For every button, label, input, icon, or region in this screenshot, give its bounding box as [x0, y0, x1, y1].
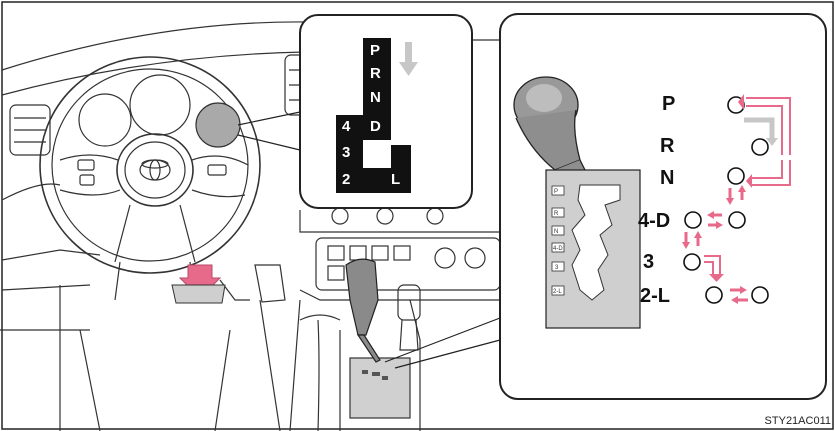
plate-mark-p: P: [554, 189, 558, 195]
pos-label-3: 3: [643, 251, 654, 273]
gate-label-3: 3: [342, 144, 350, 161]
circle-2l-right: [752, 287, 768, 303]
pos-label-r: R: [660, 135, 675, 157]
circle-4d-left: [685, 212, 701, 228]
shifter-plate: P R N 4-D 3 2-L: [546, 170, 640, 328]
gate-label-r: R: [370, 65, 381, 82]
pos-label-4d: 4-D: [638, 210, 670, 232]
plate-mark-r: R: [554, 211, 559, 217]
circle-r: [752, 139, 768, 155]
gate-label-4: 4: [342, 118, 351, 135]
gate-label-p: P: [370, 42, 380, 59]
circle-4d-right: [729, 212, 745, 228]
plate-mark-4d: 4-D: [553, 246, 563, 252]
circle-n: [728, 168, 744, 184]
plate-mark-2l: 2-L: [553, 289, 562, 295]
pos-label-2l: 2-L: [640, 285, 670, 307]
gate-label-2: 2: [342, 171, 350, 188]
gate-label-n: N: [370, 89, 381, 106]
detail-panel: P R N 4-D 3 2-L P R N 4-D 3 2-L: [500, 14, 826, 399]
plate-mark-n: N: [554, 229, 558, 235]
reference-code: STY21AC011: [765, 415, 831, 427]
indicator-inset: P R N 4 D 3 2 L: [300, 15, 472, 208]
circle-3: [684, 254, 700, 270]
pos-label-n: N: [660, 167, 674, 189]
circle-2l-left: [706, 287, 722, 303]
gate-label-d: D: [370, 118, 381, 135]
gate-label-l: L: [391, 171, 400, 188]
pos-label-p: P: [662, 93, 675, 115]
